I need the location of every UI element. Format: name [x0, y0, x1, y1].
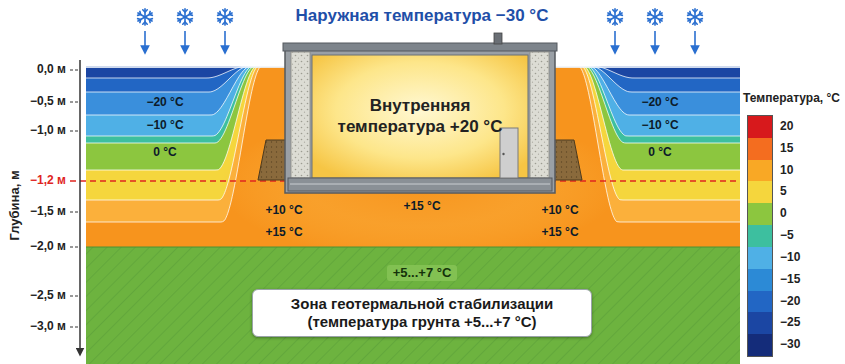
cold-arrow — [654, 31, 656, 50]
node-text: Внутренняя температура +20 °C — [332, 96, 508, 137]
axis-tick — [70, 102, 80, 103]
axis-tick — [70, 70, 80, 71]
cold-arrow — [694, 31, 696, 50]
isotherm-label: −20 °C — [146, 96, 183, 110]
axis-title: Глубина, м — [8, 170, 23, 240]
legend-value: −15 — [780, 273, 800, 287]
legend-swatch — [748, 291, 772, 313]
axis-tick — [70, 327, 80, 328]
roof-slab — [283, 43, 557, 51]
axis-tick — [70, 131, 80, 132]
door — [500, 128, 518, 178]
legend-value: 5 — [780, 185, 787, 199]
axis-tick — [70, 247, 80, 248]
zone-box: Зона геотермальной стабилизации (темпера… — [252, 289, 592, 337]
legend-swatch — [748, 138, 772, 160]
axis-tick — [70, 212, 80, 213]
legend-swatch — [748, 312, 772, 334]
insulation-block — [291, 52, 310, 178]
floor-slab — [288, 178, 552, 191]
isotherm-label: +15 °C — [541, 226, 578, 240]
ground — [86, 66, 740, 364]
legend-swatch — [748, 160, 772, 182]
snowflake — [178, 9, 193, 25]
isotherm-label: +15 °C — [403, 200, 440, 214]
legend-swatch — [748, 225, 772, 247]
legend-swatch — [748, 247, 772, 269]
ground-base — [86, 66, 740, 364]
legend-title: Температура, °C — [743, 92, 840, 106]
insulation-block — [530, 52, 549, 178]
frost-depth-label: −1,2 м — [30, 174, 66, 188]
snowflake — [218, 9, 233, 25]
legend-swatch — [748, 334, 772, 356]
isotherm-label: −20 °C — [641, 96, 678, 110]
axis-tick — [70, 296, 80, 297]
slab-insulation — [290, 184, 550, 185]
legend-value: 10 — [780, 164, 793, 178]
stable-zone — [86, 247, 740, 364]
depth-label: −1,0 м — [30, 124, 66, 138]
depth-label: −2,5 м — [30, 289, 66, 303]
legend-value: 0 — [780, 207, 787, 221]
legend-value: 15 — [780, 142, 793, 156]
isotherm-label: +10 °C — [541, 204, 578, 218]
legend-value: −25 — [780, 316, 800, 330]
legend-value: −30 — [780, 338, 800, 352]
depth-axis — [70, 60, 80, 352]
legend-swatch — [748, 181, 772, 203]
door-knob — [502, 153, 504, 155]
house-shell — [285, 47, 555, 193]
cold-arrow — [184, 31, 186, 50]
depth-label: 0,0 м — [37, 63, 66, 77]
axis-line — [79, 60, 81, 352]
cold-arrow — [144, 31, 146, 50]
legend-swatch — [748, 203, 772, 225]
diagram-title: Наружная температура −30 °C — [296, 6, 549, 26]
zone-temperature: +5...+7 °C — [387, 265, 458, 282]
room-interior — [312, 55, 528, 178]
node-text: Зона геотермальной стабилизации (темпера… — [265, 295, 579, 331]
snowflake — [688, 9, 703, 25]
snowflake — [648, 9, 663, 25]
isotherm-label: +10 °C — [265, 204, 302, 218]
snowflake — [138, 9, 153, 25]
isotherm-label: 0 °C — [648, 146, 671, 160]
zone-hatch — [86, 247, 740, 364]
legend-swatch — [748, 269, 772, 291]
legend-value: −10 — [780, 251, 800, 265]
legend-value: 20 — [780, 120, 793, 134]
depth-label: −2,0 м — [30, 240, 66, 254]
legend-swatch — [748, 116, 772, 138]
legend-value: −5 — [780, 229, 794, 243]
colorbar-frame — [748, 116, 773, 357]
cold-arrow — [614, 31, 616, 50]
snowflake — [608, 9, 623, 25]
house-room: Внутренняя температура +20 °C — [312, 55, 528, 178]
isotherm-label: +15 °C — [265, 226, 302, 240]
house — [283, 33, 557, 193]
cold-arrow — [224, 31, 226, 50]
legend-value: −20 — [780, 295, 800, 309]
depth-label: −0,5 м — [30, 95, 66, 109]
zone-border — [86, 246, 740, 247]
depth-label: −3,0 м — [30, 320, 66, 334]
isotherm-label: 0 °C — [153, 146, 176, 160]
isotherm-label: −10 °C — [146, 119, 183, 133]
chimney — [494, 33, 502, 44]
depth-label: −1,5 м — [30, 205, 66, 219]
isotherm-label: −10 °C — [641, 119, 678, 133]
